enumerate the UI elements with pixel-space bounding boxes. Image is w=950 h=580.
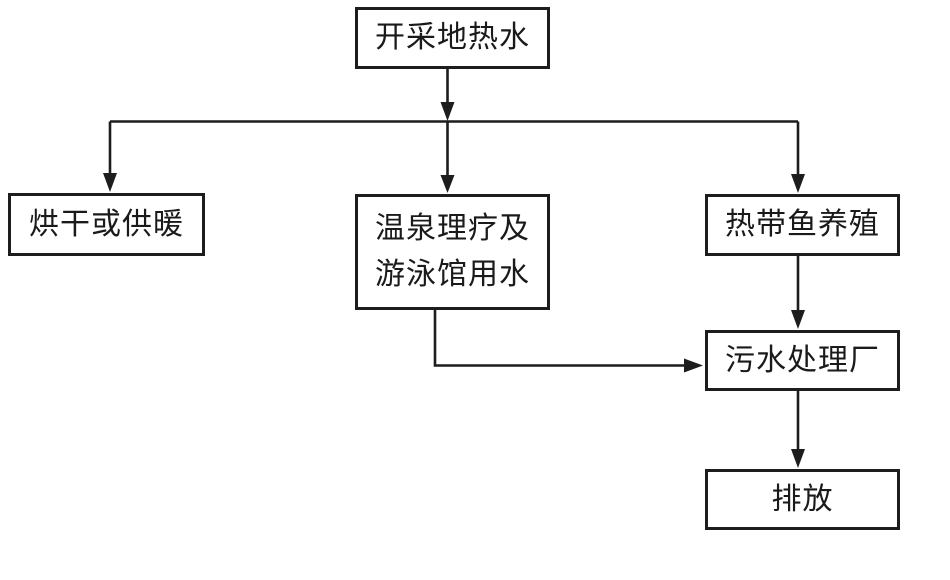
node-label: 热带鱼养殖 (725, 208, 880, 241)
edge-junction-to-spa (440, 121, 455, 193)
node-discharge: 排放 (705, 469, 900, 530)
edge-spa-to-sewage (433, 310, 703, 373)
node-label: 污水处理厂 (725, 343, 880, 377)
node-extract-geothermal-water: 开采地热水 (355, 7, 550, 69)
node-label: 开采地热水 (375, 21, 530, 54)
edge-junction-to-drying (103, 121, 117, 192)
edge-junction-to-fish (791, 121, 805, 193)
node-sewage-treatment-plant: 污水处理厂 (705, 330, 900, 391)
node-spa-swimming-pool-water: 温泉理疗及 游泳馆用水 (355, 194, 550, 310)
node-label: 排放 (771, 482, 834, 516)
node-label-line2: 游泳馆用水 (375, 258, 530, 291)
node-tropical-fish-farming: 热带鱼养殖 (705, 194, 900, 256)
edge-fish-to-sewage (791, 256, 805, 329)
edge-sewage-to-discharge (791, 391, 805, 468)
node-label-line1: 温泉理疗及 (375, 212, 530, 245)
edge-source-to-junction (440, 69, 455, 121)
node-drying-or-heating: 烘干或供暖 (8, 193, 205, 256)
node-label: 烘干或供暖 (29, 207, 184, 241)
